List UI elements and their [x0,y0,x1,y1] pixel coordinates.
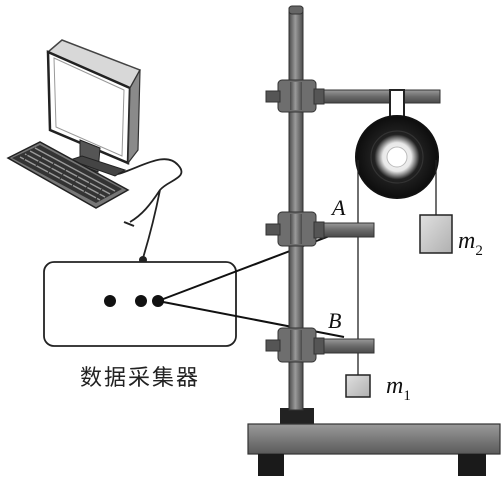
stand-base [247,408,501,476]
label-m1: m1 [386,373,411,404]
top-arm [321,89,441,104]
computer-cable [117,158,183,259]
keyboard-icon [6,141,130,209]
port-middle [135,295,147,307]
label-b: B [328,308,341,333]
mass-block-m2 [419,214,453,254]
label-m2: m2 [458,228,483,259]
mass-block-m1 [345,374,371,398]
port-left [104,295,116,307]
photogate-b-clamp [265,327,375,363]
desktop-computer-icon [6,39,183,259]
data-collector [43,256,237,347]
top-clamp [265,79,325,113]
monitor [46,39,142,177]
label-a: A [330,195,346,220]
device-caption: 数据采集器 [80,366,200,391]
pulley [355,115,439,199]
photogate-a-clamp [265,211,375,247]
